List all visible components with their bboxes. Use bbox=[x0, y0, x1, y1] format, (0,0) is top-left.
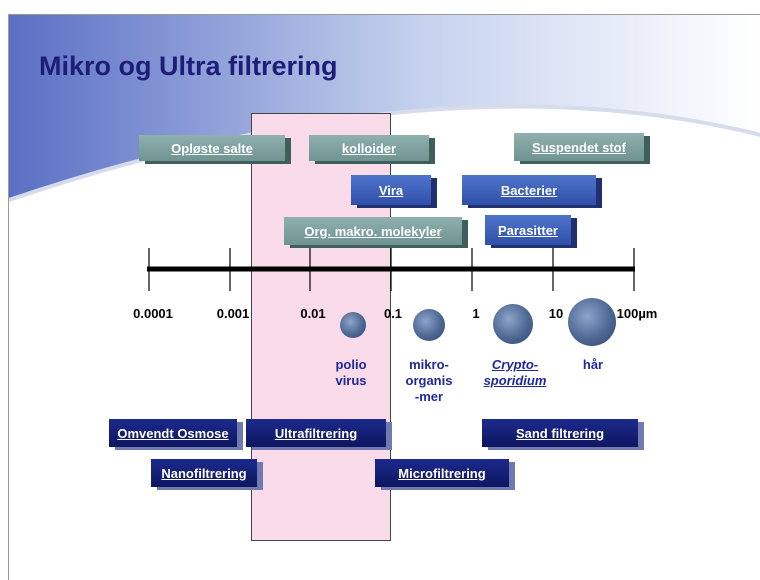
size-scale-axis bbox=[147, 248, 635, 291]
organism-label-line: virus bbox=[335, 373, 367, 388]
mikroorganismer-sphere-icon bbox=[413, 309, 445, 341]
process-sand-filtrering: Sand filtrering bbox=[482, 419, 638, 447]
organism-label-line: sporidium bbox=[483, 373, 547, 388]
organism-label-line: Crypto- bbox=[491, 357, 539, 372]
label-vira: Vira bbox=[351, 175, 431, 205]
tick-label-0.001: 0.001 bbox=[216, 306, 250, 321]
tick-label-10: 10 bbox=[548, 306, 564, 321]
tick-label-100um: 100µm bbox=[616, 306, 658, 321]
haar-sphere-icon bbox=[568, 298, 616, 346]
slide-header-background bbox=[9, 15, 760, 202]
organism-label-line: hår bbox=[582, 357, 604, 372]
organism-label-line: -mer bbox=[414, 389, 444, 404]
label-org-makro-molekyler: Org. makro. molekyler bbox=[284, 217, 462, 245]
organism-label-line: mikro- bbox=[409, 357, 449, 372]
process-omvendt-osmose: Omvendt Osmose bbox=[109, 419, 237, 447]
polio-virus-sphere-icon bbox=[340, 312, 366, 338]
label-parasitter: Parasitter bbox=[485, 215, 571, 245]
label-kolloider: kolloider bbox=[309, 135, 429, 161]
organism-label-haar: hår bbox=[583, 357, 603, 373]
tick-label-1: 1 bbox=[472, 306, 480, 321]
label-oploste-salte: Opløste salte bbox=[139, 135, 285, 161]
label-bacterier: Bacterier bbox=[462, 175, 596, 205]
organism-label-cryptosporidium: Crypto- sporidium bbox=[484, 357, 547, 389]
process-nanofiltrering: Nanofiltrering bbox=[151, 459, 257, 487]
organism-label-polio-virus: polio virus bbox=[335, 357, 366, 389]
process-microfiltrering: Microfiltrering bbox=[375, 459, 509, 487]
page-title: Mikro og Ultra filtrering bbox=[39, 51, 338, 81]
cryptosporidium-sphere-icon bbox=[493, 304, 533, 344]
organism-label-line: polio bbox=[335, 357, 367, 372]
organism-label-mikroorganismer: mikro- organis -mer bbox=[406, 357, 453, 405]
organism-label-line: organis bbox=[405, 373, 453, 388]
tick-label-0.01: 0.01 bbox=[300, 306, 326, 321]
tick-label-0.1: 0.1 bbox=[383, 306, 403, 321]
label-suspendet-stof: Suspendet stof bbox=[514, 133, 644, 161]
slide: Mikro og Ultra filtrering Opløste salte … bbox=[8, 14, 760, 580]
process-ultrafiltrering: Ultrafiltrering bbox=[246, 419, 386, 447]
tick-label-0.0001: 0.0001 bbox=[133, 306, 173, 321]
